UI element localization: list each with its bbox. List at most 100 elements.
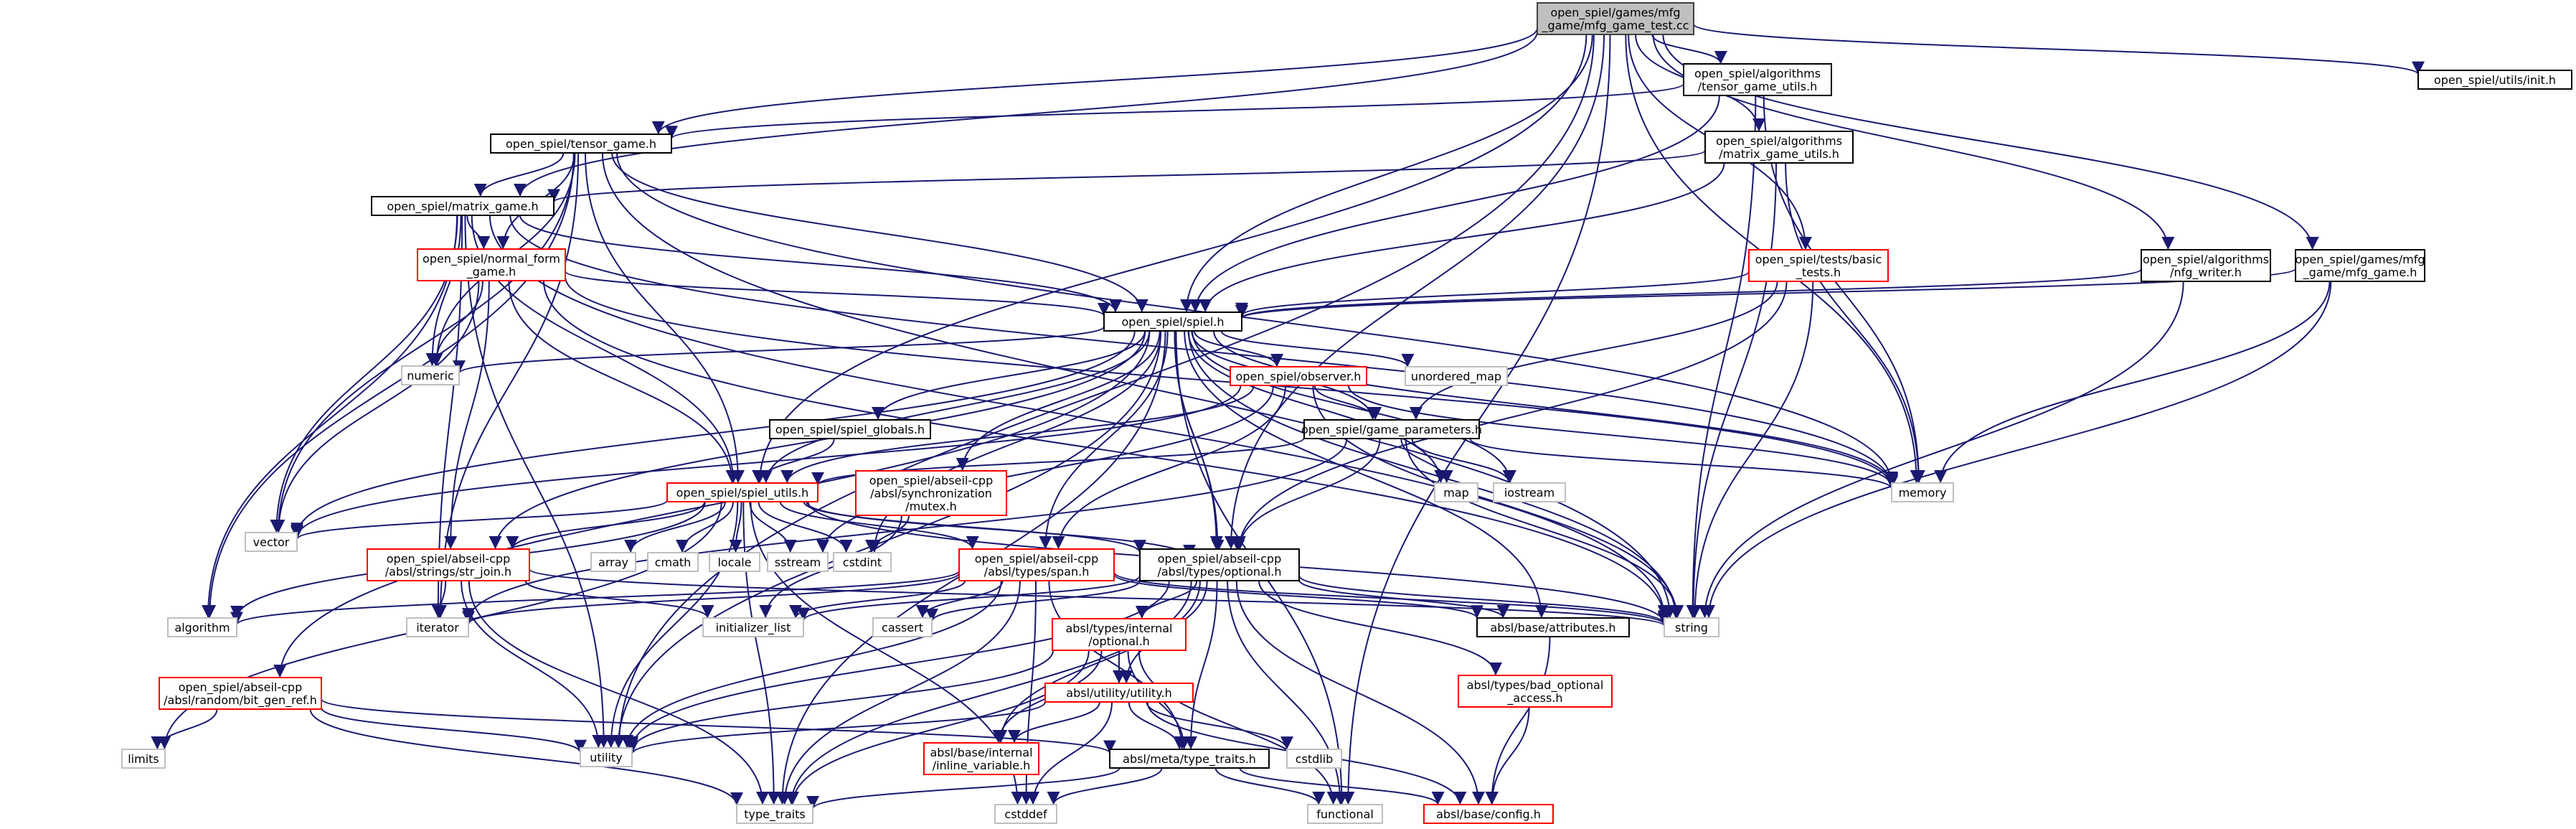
graph-node-open-spiel-games-mfg-game-mfg-game-test-cc[interactable]: open_spiel/games/mfg_game/mfg_game_test.… [1537, 2, 1694, 35]
graph-node-type-traits[interactable]: type_traits [736, 804, 813, 824]
dependency-edge-strjoin-to-string [529, 568, 1671, 627]
graph-node-open-spiel-abseil-cpp-absl-types-span-h[interactable]: open_spiel/abseil-cpp/absl/types/span.h [958, 548, 1115, 581]
dependency-edge-root-to-tg [651, 28, 1538, 135]
dependency-edge-gp-to-iostream [1411, 438, 1516, 484]
graph-node-open-spiel-tensor-game-h[interactable]: open_spiel/tensor_game.h [490, 134, 672, 154]
node-box [2295, 249, 2425, 282]
graph-node-sstream[interactable]: sstream [767, 552, 829, 572]
node-box [769, 419, 931, 439]
graph-node-string[interactable]: string [1664, 617, 1719, 637]
dependency-edge-spiel-to-strjoin [489, 330, 1146, 550]
graph-node-cstdlib[interactable]: cstdlib [1286, 749, 1342, 769]
dependency-edge-spiel-to-optional [1174, 330, 1223, 550]
node-box [1537, 2, 1694, 35]
graph-node-locale[interactable]: locale [709, 552, 760, 572]
graph-node-open-spiel-abseil-cpp-absl-random-bit-gen-ref-h[interactable]: open_spiel/abseil-cpp/absl/random/bit_ge… [159, 677, 322, 710]
graph-node-array[interactable]: array [590, 552, 636, 572]
graph-node-open-spiel-matrix-game-h[interactable]: open_spiel/matrix_game.h [371, 196, 555, 216]
dependency-edge-optional-to-inlvar [994, 580, 1201, 744]
graph-node-open-spiel-spiel-globals-h[interactable]: open_spiel/spiel_globals.h [769, 419, 931, 439]
node-box [872, 617, 933, 637]
dependency-edge-nfg-to-spiel [565, 270, 1110, 317]
node-box [1458, 675, 1613, 708]
node-box [401, 365, 460, 385]
graph-node-absl-types-internal-optional-h[interactable]: absl/types/internal/optional.h [1052, 618, 1186, 651]
dependency-edge-tg-to-spiel [611, 152, 1148, 313]
graph-node-numeric[interactable]: numeric [401, 365, 460, 385]
node-box [1230, 366, 1367, 386]
node-box [1664, 617, 1719, 637]
node-label: open_spiel/abseil-cpp [975, 552, 1098, 566]
graph-node-memory[interactable]: memory [1891, 482, 1954, 502]
graph-node-cstddef[interactable]: cstddef [994, 804, 1057, 824]
graph-node-open-spiel-games-mfg-game-mfg-game-h[interactable]: open_spiel/games/mfg_game/mfg_game.h [2295, 249, 2425, 282]
graph-node-open-spiel-abseil-cpp-absl-strings-str-join-h[interactable]: open_spiel/abseil-cpp/absl/strings/str_j… [367, 548, 530, 581]
graph-node-open-spiel-utils-init-h[interactable]: open_spiel/utils/init.h [2417, 70, 2572, 90]
dependency-edge-spiel-to-memory [1213, 330, 1898, 486]
graph-node-open-spiel-algorithms-nfg-writer-h[interactable]: open_spiel/algorithms/nfg_writer.h [2141, 249, 2271, 282]
node-label: open_spiel/games/mfg [1550, 6, 1680, 20]
node-label: open_spiel/spiel_globals.h [775, 423, 925, 437]
graph-node-cmath[interactable]: cmath [647, 552, 699, 572]
graph-node-utility[interactable]: utility [580, 747, 633, 767]
dependency-edge-tbt-to-random [1232, 281, 1788, 553]
dependency-edge-su-to-cmath [676, 501, 734, 553]
graph-node-vector[interactable]: vector [245, 532, 298, 552]
graph-node-absl-base-attributes-h[interactable]: absl/base/attributes.h [1476, 617, 1630, 637]
graph-node-limits[interactable]: limits [121, 749, 166, 769]
dependency-edge-spiel-to-vector [291, 330, 1136, 536]
dependency-edge-mfgg-to-memory [1934, 281, 2331, 484]
graph-node-open-spiel-spiel-utils-h[interactable]: open_spiel/spiel_utils.h [666, 482, 818, 502]
graph-node-open-spiel-algorithms-tensor-game-utils-h[interactable]: open_spiel/algorithms/tensor_game_utils.… [1683, 63, 1832, 96]
dependency-edge-tg-to-iterator [433, 152, 580, 619]
dependency-edge-obs-to-memory [1347, 385, 1898, 487]
graph-node-cstdint[interactable]: cstdint [833, 552, 892, 572]
graph-node-unordered-map[interactable]: unordered_map [1405, 366, 1508, 386]
node-label: cstddef [1004, 807, 1047, 821]
graph-node-functional[interactable]: functional [1307, 804, 1383, 824]
node-label: absl/base/attributes.h [1490, 621, 1615, 634]
dependency-edge-gp-to-optional [1232, 438, 1381, 550]
node-box [417, 248, 566, 281]
dependency-edge-spiel-to-umap [1220, 330, 1415, 367]
dependency-edge-su-to-cstdint [758, 501, 853, 553]
graph-node-open-spiel-observer-h[interactable]: open_spiel/observer.h [1230, 366, 1367, 386]
graph-node-open-spiel-abseil-cpp-absl-types-optional-h[interactable]: open_spiel/abseil-cpp/absl/types/optiona… [1139, 548, 1300, 581]
dependency-edge-mfgg-to-string [1702, 281, 2332, 619]
node-box [1044, 683, 1194, 703]
dependency-edge-intopt-to-typetraits [786, 650, 1090, 805]
graph-node-iterator[interactable]: iterator [406, 617, 469, 637]
graph-node-open-spiel-spiel-h[interactable]: open_spiel/spiel.h [1103, 312, 1242, 332]
node-box [371, 196, 555, 216]
node-label: open_spiel/game_parameters.h [1301, 423, 1482, 437]
graph-node-open-spiel-game-parameters-h[interactable]: open_spiel/game_parameters.h [1301, 419, 1482, 439]
graph-node-absl-base-internal-inline-variable-h[interactable]: absl/base/internal/inline_variable.h [923, 742, 1039, 775]
node-label: /mutex.h [905, 500, 957, 513]
node-box [1286, 749, 1342, 769]
node-label: open_spiel/observer.h [1236, 370, 1362, 384]
graph-node-initializer-list[interactable]: initializer_list [702, 617, 804, 637]
node-label: iostream [1504, 486, 1554, 500]
node-label: vector [253, 535, 290, 549]
graph-node-map[interactable]: map [1434, 482, 1478, 502]
node-label: _access.h [1506, 691, 1562, 706]
dependency-edge-spiel-to-string [1188, 330, 1682, 619]
graph-node-open-spiel-algorithms-matrix-game-utils-h[interactable]: open_spiel/algorithms/matrix_game_utils.… [1704, 131, 1854, 164]
graph-node-absl-meta-type-traits-h[interactable]: absl/meta/type_traits.h [1109, 749, 1270, 769]
dependency-edge-mfgw-to-spiel [1235, 268, 2142, 319]
graph-node-open-spiel-normal-form-game-h[interactable]: open_spiel/normal_form_game.h [417, 248, 566, 281]
graph-node-absl-utility-utility-h[interactable]: absl/utility/utility.h [1044, 683, 1194, 703]
graph-node-open-spiel-tests-basic-tests-h[interactable]: open_spiel/tests/basic_tests.h [1748, 249, 1889, 282]
node-label: open_spiel/abseil-cpp [869, 474, 993, 488]
dependency-edge-su-to-span [779, 501, 979, 550]
graph-node-open-spiel-abseil-cpp-absl-synchronization-mutex-h[interactable]: open_spiel/abseil-cpp/absl/synchronizati… [855, 470, 1007, 516]
graph-node-absl-types-bad-optional-access-h[interactable]: absl/types/bad_optional_access.h [1458, 675, 1613, 708]
dependency-edge-utilh-to-metatt [1128, 701, 1186, 750]
node-box [159, 677, 322, 710]
graph-node-cassert[interactable]: cassert [872, 617, 933, 637]
graph-node-absl-base-config-h[interactable]: absl/base/config.h [1423, 804, 1554, 824]
node-box [923, 742, 1039, 775]
dependency-edge-spiel-to-iostream [1192, 330, 1516, 484]
graph-node-algorithm[interactable]: algorithm [167, 617, 237, 637]
graph-node-iostream[interactable]: iostream [1493, 482, 1566, 502]
